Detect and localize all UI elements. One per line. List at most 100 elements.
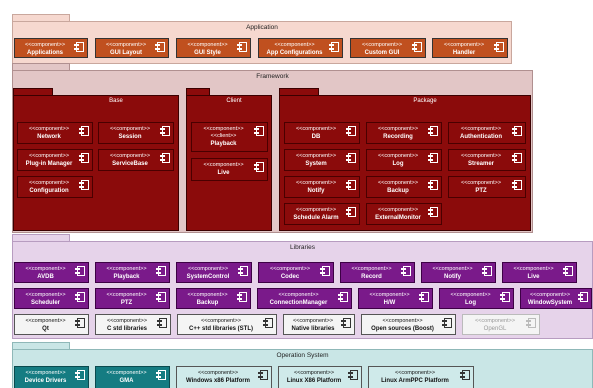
component-stereotype: <<component>>: [460, 126, 502, 132]
component-notify[interactable]: <<component>> Notify: [284, 176, 360, 198]
component-icon: [346, 153, 356, 163]
component-lib-systemcontrol[interactable]: <<component>> SystemControl: [176, 262, 252, 283]
component-icon: [329, 42, 339, 52]
component-lib-connectionmanager[interactable]: <<component>> ConnectionManager: [257, 288, 352, 309]
component-lib-notify[interactable]: <<component>> Notify: [421, 262, 496, 283]
libraries-package-tab: [12, 234, 70, 242]
component-name: ServiceBase: [112, 161, 148, 167]
base-package-title: Base: [109, 98, 123, 104]
component-name: Scheduler: [30, 300, 60, 306]
component-icon: [258, 370, 268, 380]
component-gui-style[interactable]: <<component>> GUI Style: [176, 38, 251, 58]
component-session[interactable]: <<component>> Session: [98, 122, 174, 144]
component-name: GMA: [119, 378, 134, 384]
component-name: PTZ: [120, 300, 133, 306]
client-package-title: Client: [226, 98, 242, 104]
component-name: Authentication: [460, 134, 502, 140]
component-configuration[interactable]: <<component>> Configuration: [17, 176, 93, 198]
component-ptz[interactable]: <<component>> PTZ: [448, 176, 526, 198]
component-icon: [156, 292, 166, 302]
libraries-package-title: Libraries: [290, 244, 315, 251]
component-stereotype: <<component>>: [443, 42, 485, 48]
component-icon: [512, 126, 522, 136]
component-lib-hw[interactable]: <<component>> H/W: [358, 288, 433, 309]
component-icon: [75, 318, 85, 328]
component-custom-gui[interactable]: <<component>> Custom GUI: [350, 38, 426, 58]
component-lib-backup[interactable]: <<component>> Backup: [176, 288, 251, 309]
component-name: AVDB: [37, 274, 54, 280]
component-lib-native[interactable]: <<component>> Native libraries: [283, 314, 355, 335]
component-applications[interactable]: <<component>> Applications: [14, 38, 88, 58]
component-name: Playback: [210, 141, 237, 147]
component-stereotype: <<component>>: [432, 266, 473, 272]
component-lib-ptz[interactable]: <<component>> PTZ: [95, 288, 170, 309]
os-package-title: Operation System: [276, 352, 329, 359]
component-system[interactable]: <<component>> System: [284, 149, 360, 171]
component-stereotype: <<component>>: [361, 42, 403, 48]
component-recording[interactable]: <<component>> Recording: [366, 122, 442, 144]
component-name: OpenGL: [483, 326, 507, 332]
component-handler[interactable]: <<component>> Handler: [432, 38, 508, 58]
component-stereotype: <<component>>: [474, 318, 516, 324]
component-log[interactable]: <<component>> Log: [366, 149, 442, 171]
component-stereotype: <<component>>: [203, 162, 244, 168]
component-icon: [412, 42, 422, 52]
component-stereotype: <<component>>: [106, 318, 148, 324]
component-lib-qt[interactable]: <<component>> Qt: [14, 314, 89, 335]
component-client-playback[interactable]: <<component>> <<client>> Playback: [191, 122, 268, 152]
component-name: Network: [37, 134, 61, 140]
component-stereotype: <<component>>: [25, 318, 66, 324]
component-lib-opengl[interactable]: <<component>> OpenGL: [462, 314, 540, 335]
component-lib-playback[interactable]: <<component>> Playback: [95, 262, 170, 283]
component-servicebase[interactable]: <<component>> ServiceBase: [98, 149, 174, 171]
component-name: Qt: [42, 326, 49, 332]
component-lib-live[interactable]: <<component>> Live: [502, 262, 577, 283]
component-gma[interactable]: <<component>> GMA: [95, 366, 170, 388]
component-name: Session: [118, 134, 142, 140]
component-stereotype: <<component>>: [106, 370, 147, 376]
component-backup[interactable]: <<component>> Backup: [366, 176, 442, 198]
component-client-live[interactable]: <<component>> Live: [191, 158, 268, 181]
component-icon: [79, 126, 89, 136]
component-name: DB: [311, 134, 321, 140]
component-name: GUI Layout: [109, 50, 142, 56]
component-icon: [341, 318, 351, 328]
component-gui-layout[interactable]: <<component>> GUI Layout: [95, 38, 169, 58]
component-app-configurations[interactable]: <<component>> App Configurations: [258, 38, 343, 58]
component-externalmonitor[interactable]: <<component>> ExternalMonitor: [366, 203, 442, 225]
component-stereotype: <<component>>: [269, 266, 311, 272]
component-lib-c-std[interactable]: <<component>> C std libraries: [95, 314, 171, 335]
component-name: Applications: [26, 50, 63, 56]
component-device-drivers[interactable]: <<component>> Device Drivers: [14, 366, 89, 388]
component-lib-open-sources[interactable]: <<component>> Open sources (Boost): [361, 314, 456, 335]
component-stereotype: <<component>>: [369, 292, 410, 298]
component-name: Log: [392, 161, 404, 167]
component-stereotype: <<component>>: [28, 180, 70, 186]
component-authentication[interactable]: <<component>> Authentication: [448, 122, 526, 144]
component-linux-armppc[interactable]: <<component>> Linux ArmPPC Platform: [368, 366, 474, 388]
component-lib-record[interactable]: <<component>> Record: [340, 262, 415, 283]
component-plugin-manager[interactable]: <<component>> Plug-in Manager: [17, 149, 93, 171]
component-name: ExternalMonitor: [375, 215, 421, 221]
component-name: Open sources (Boost): [371, 326, 434, 332]
component-stereotype: <<component>>: [109, 126, 151, 132]
component-icon: [482, 266, 492, 276]
component-name: Schedule Alarm: [293, 215, 339, 221]
component-linux-x86[interactable]: <<component>> Linux X86 Platform: [278, 366, 362, 388]
component-streamer[interactable]: <<component>> Streamer: [448, 149, 526, 171]
component-name: Windows x86 Platform: [186, 378, 250, 384]
component-lib-windowsystem[interactable]: <<component>> WindowSystem: [520, 288, 592, 309]
component-stereotype: <<component>>: [274, 42, 315, 48]
component-stereotype: <<component>>: [200, 318, 242, 324]
component-lib-cpp-std[interactable]: <<component>> C++ std libraries (STL): [177, 314, 277, 335]
component-windows-x86[interactable]: <<component>> Windows x86 Platform: [176, 366, 272, 388]
component-network[interactable]: <<component>> Network: [17, 122, 93, 144]
component-schedule-alarm[interactable]: <<component>> Schedule Alarm: [284, 203, 360, 225]
component-icon: [500, 292, 510, 302]
component-lib-log[interactable]: <<component>> Log: [439, 288, 514, 309]
component-lib-scheduler[interactable]: <<component>> Scheduler: [14, 288, 89, 309]
component-stereotype: <<component>>: [295, 126, 337, 132]
component-db[interactable]: <<component>> DB: [284, 122, 360, 144]
component-lib-avdb[interactable]: <<component>> AVDB: [14, 262, 89, 283]
component-lib-codec[interactable]: <<component>> Codec: [258, 262, 334, 283]
